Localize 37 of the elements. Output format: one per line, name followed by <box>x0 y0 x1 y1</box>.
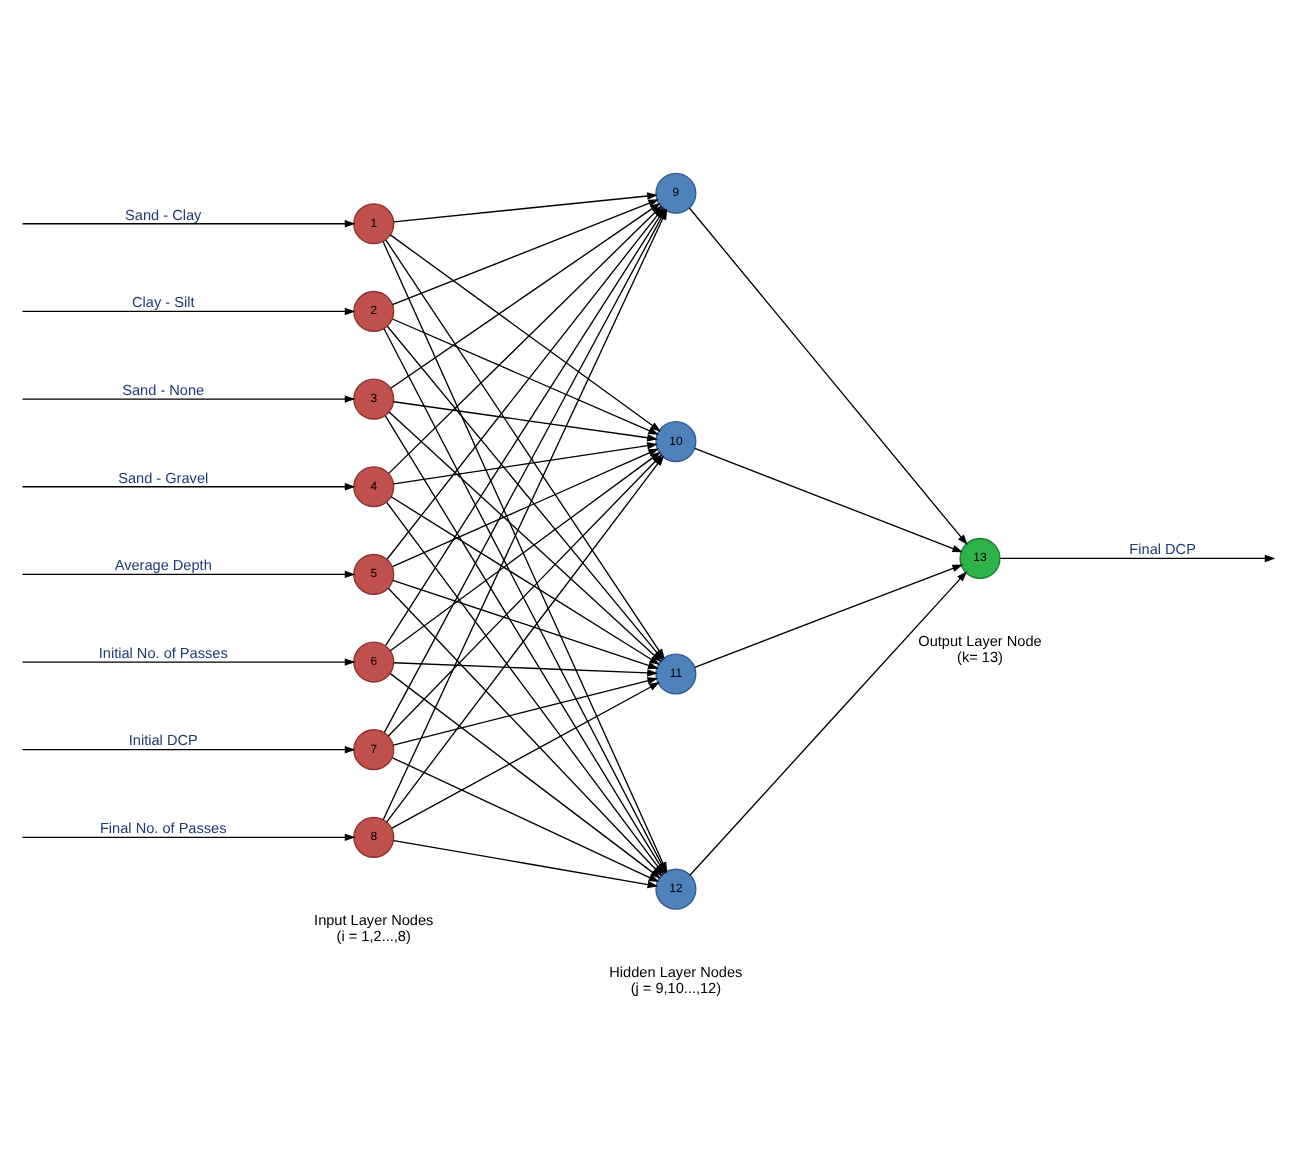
arrow <box>694 446 963 552</box>
edge-label: Sand - Clay <box>125 204 202 223</box>
arrow <box>390 681 660 828</box>
edge-label: Initial No. of Passes <box>98 642 228 661</box>
edge-label: Average Depth <box>114 555 212 574</box>
arrow <box>21 306 356 315</box>
arrow <box>392 676 659 745</box>
arrow <box>393 191 658 222</box>
arrow <box>389 233 661 431</box>
arrow <box>393 661 658 676</box>
edge-label: Initial DCP <box>128 730 198 749</box>
label: Hidden Layer Nodes (j = 9,10...,12) <box>609 961 743 996</box>
arrow <box>21 219 356 227</box>
arrow <box>389 671 661 878</box>
arrow <box>21 482 356 490</box>
arrow <box>688 206 968 545</box>
arrow <box>21 744 356 753</box>
arrow <box>392 578 659 668</box>
arrow <box>393 838 659 888</box>
arrow <box>689 570 968 875</box>
label: Output Layer Node (k= 13) <box>918 630 1042 665</box>
arrow <box>393 400 658 441</box>
arrow <box>999 553 1276 562</box>
arrow <box>21 657 356 665</box>
arrow <box>393 441 658 484</box>
arrow <box>391 317 659 434</box>
edge-label: Sand - None <box>122 379 205 398</box>
arrow <box>391 756 660 882</box>
edge-label: Final DCP <box>1129 539 1196 558</box>
edge-label: Clay - Silt <box>132 292 195 311</box>
arrow <box>21 394 356 402</box>
edge-label: Sand - Gravel <box>118 467 209 486</box>
arrow <box>21 569 356 578</box>
arrow <box>21 832 356 841</box>
edge-label: Final No. of Passes <box>99 818 227 837</box>
arrow <box>694 563 963 667</box>
label: Input Layer Nodes (i = 1,2...,8) <box>314 909 434 944</box>
